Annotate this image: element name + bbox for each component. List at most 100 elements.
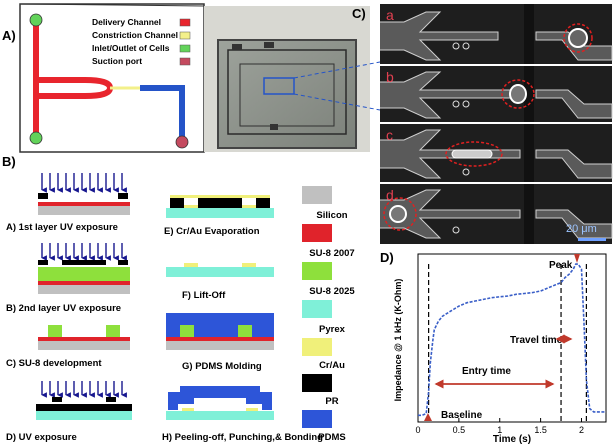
step-h-label: H) Peeling-off, Punching,& Bonding (162, 432, 323, 443)
material-6-label: PDMS (318, 432, 345, 443)
frame-a-highlight (563, 23, 593, 53)
pdms-h (168, 386, 272, 410)
crau-e-1 (184, 205, 198, 208)
step-a-label: A) 1st layer UV exposure (6, 222, 118, 233)
frame-b-highlight (501, 79, 535, 109)
material-0-swatch (302, 186, 332, 204)
x-axis-label: Time (s) (493, 434, 531, 445)
su8-2007-layer-a (38, 202, 130, 206)
material-5-label: PR (325, 396, 338, 407)
pr-e-3 (256, 198, 270, 208)
panel-label-b: B) (2, 154, 16, 169)
panel-label-a: A) (2, 28, 16, 43)
pyrex-e (166, 208, 274, 218)
material-3-swatch (302, 300, 332, 318)
chip-zoom-box (263, 77, 295, 95)
step-c: C) SU-8 development (6, 325, 130, 369)
materials-legend: Silicon SU-8 2007 SU-8 2025 Pyrex Cr/Au … (302, 186, 355, 443)
frame-b-cell (509, 84, 527, 104)
chip-inner-outline (239, 63, 335, 127)
frame-d: 20 μm d (380, 184, 613, 244)
plot-frame (417, 253, 607, 423)
crau-top-e (170, 195, 270, 198)
material-4-label: Cr/Au (319, 360, 345, 371)
step-b-label: B) 2nd layer UV exposure (6, 303, 121, 314)
baseline-label: Baseline (441, 410, 483, 421)
chip-electrode-outline (227, 49, 347, 135)
mask-b-right (118, 260, 128, 265)
legend-a-3-label: Suction port (92, 56, 142, 66)
material-6-swatch (302, 410, 332, 428)
frame-b-debris-1 (452, 100, 460, 108)
pyrex-f (166, 267, 274, 277)
uv-arrows-b (41, 243, 127, 261)
step-g-label: G) PDMS Molding (182, 361, 262, 372)
frame-a-label: a (386, 7, 394, 23)
panel-label-c: C) (352, 6, 366, 21)
mask-d-left (52, 397, 62, 402)
mold-post-g-1 (180, 325, 194, 337)
frame-d-highlight (383, 197, 417, 231)
legend-a-2-swatch (179, 44, 191, 53)
panel-b: B) A) 1st layer UV exposure B) 2nd layer… (2, 154, 355, 443)
zoom-line-c-top (293, 61, 381, 79)
baseline-arrow (424, 413, 432, 421)
mask-a-right (118, 193, 128, 199)
mask-a-left (38, 193, 48, 199)
pr-layer-d (36, 404, 132, 411)
frame-c: c (380, 124, 613, 182)
mold-post-g-2 (238, 325, 252, 337)
vertical-guides (428, 264, 587, 422)
su8-2007-g (166, 337, 274, 341)
material-2-swatch (302, 262, 332, 280)
x-tick-label-1: 0.5 (453, 425, 466, 435)
inlet-top (29, 13, 43, 27)
silicon-c (38, 341, 130, 350)
pyrex-d (36, 411, 132, 420)
frame-b-channel-right (535, 89, 613, 119)
uv-arrows-a (41, 173, 127, 193)
frame-a-cell (568, 28, 588, 48)
mask-b-left (38, 260, 48, 265)
step-h: H) Peeling-off, Punching,& Bonding (162, 386, 323, 443)
step-e: E) Cr/Au Evaporation (164, 195, 274, 237)
frame-b-label: b (386, 69, 394, 85)
entry-time-label: Entry time (462, 366, 511, 377)
zoom-line-c-bottom (293, 93, 381, 111)
su8-2025-post-right (106, 325, 120, 337)
legend-a-0-swatch (179, 18, 191, 27)
frame-a-debris-1 (452, 42, 460, 50)
material-1-label: SU-8 2007 (309, 248, 354, 259)
step-d: D) UV exposure (6, 381, 132, 443)
frame-d-gap (524, 184, 534, 244)
frame-c-debris-1 (462, 168, 470, 176)
x-tick-label-3: 1.5 (534, 425, 547, 435)
legend-a-1-swatch (179, 31, 191, 40)
material-0-label: Silicon (316, 210, 347, 221)
y-axis-label: Impedance @ 1 kHz (K-Ohm) (393, 279, 403, 402)
chip-pad-1 (232, 44, 242, 50)
frame-a-gap (524, 4, 534, 64)
frame-b-debris-2 (462, 100, 470, 108)
step-e-label: E) Cr/Au Evaporation (164, 226, 260, 237)
legend-a: Delivery Channel Constriction Channel In… (92, 17, 191, 66)
silicon-b (38, 285, 130, 294)
x-tick-label-2: 1 (497, 425, 502, 435)
step-d-label: D) UV exposure (6, 432, 77, 443)
blue-channel (140, 85, 185, 140)
frame-d-cell (389, 205, 407, 223)
material-1-swatch (302, 224, 332, 242)
frame-c-label: c (386, 127, 393, 143)
travel-time-label: Travel time (510, 335, 563, 346)
mask-b-center (62, 260, 106, 265)
su8-2025-layer-b (38, 267, 130, 281)
pyrex-h (166, 411, 274, 420)
panel-c: C) a b (352, 4, 613, 244)
peak-label: Peak (549, 260, 573, 271)
su8-2025-post-left (48, 325, 62, 337)
chip-photo (19, 3, 381, 153)
chip-pad-2 (264, 42, 274, 48)
material-3-label: Pyrex (319, 324, 346, 335)
channel-layout (29, 13, 189, 149)
